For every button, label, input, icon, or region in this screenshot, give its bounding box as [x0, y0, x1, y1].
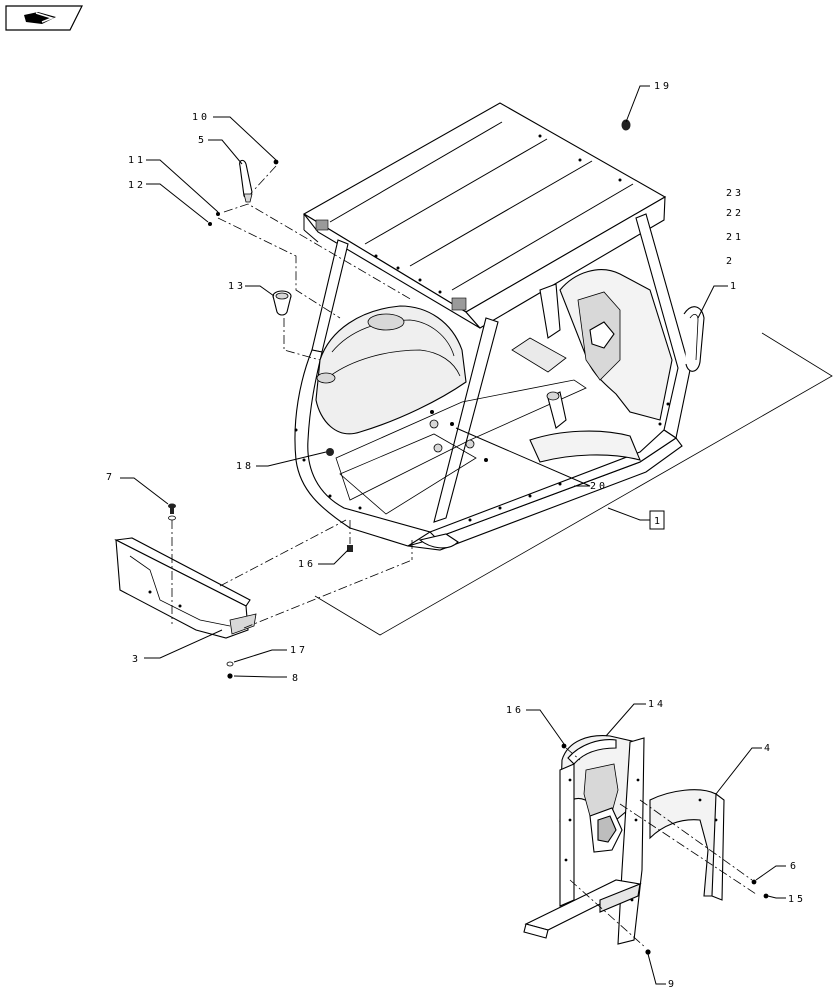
cab-frame	[294, 213, 705, 551]
cab-roof	[302, 102, 667, 329]
callout-2: 2	[726, 256, 735, 267]
callout-17: 17	[290, 645, 308, 656]
assembly-boundary	[314, 332, 833, 636]
callout-21: 21	[726, 232, 744, 243]
callout-20: 20	[590, 481, 608, 492]
callout-15: 15	[788, 894, 806, 905]
callout-16-lower: 16	[506, 705, 524, 716]
part-5-bracket	[239, 159, 253, 203]
callout-8: 8	[292, 673, 301, 684]
callout-11: 11	[128, 155, 146, 166]
callout-12: 12	[128, 180, 146, 191]
callout-22: 22	[726, 208, 744, 219]
callout-3: 3	[132, 654, 141, 665]
callout-7: 7	[106, 472, 115, 483]
callout-1: 1	[730, 281, 739, 292]
part-4-rear-frame	[523, 735, 725, 945]
callout-13: 13	[228, 281, 246, 292]
part-18-plug	[326, 448, 334, 456]
leader-lines	[120, 85, 786, 985]
callout-19: 19	[654, 81, 672, 92]
part-3-lower-panel	[114, 537, 257, 639]
callout-14: 14	[648, 699, 666, 710]
assembly-lines	[171, 165, 757, 949]
callout-labels: 10 5 11 12 13 19 23 22 21 2 1 18 20 7 16…	[106, 81, 806, 990]
callout-23: 23	[726, 188, 744, 199]
back-navigation-button[interactable]	[5, 5, 83, 31]
part-13-cup-holder	[272, 290, 292, 316]
part-19-nut	[621, 119, 631, 131]
callout-5: 5	[198, 135, 207, 146]
assembly-reference-label: 1	[654, 516, 660, 527]
part-14-trim	[567, 739, 617, 765]
callout-10: 10	[192, 112, 210, 123]
return-arrow-icon	[24, 12, 56, 24]
callout-4: 4	[764, 743, 773, 754]
callout-9: 9	[668, 979, 677, 990]
callout-6: 6	[790, 861, 799, 872]
callout-18: 18	[236, 461, 254, 472]
callout-16-upper: 16	[298, 559, 316, 570]
assembly-reference-box[interactable]: 1	[649, 510, 665, 530]
